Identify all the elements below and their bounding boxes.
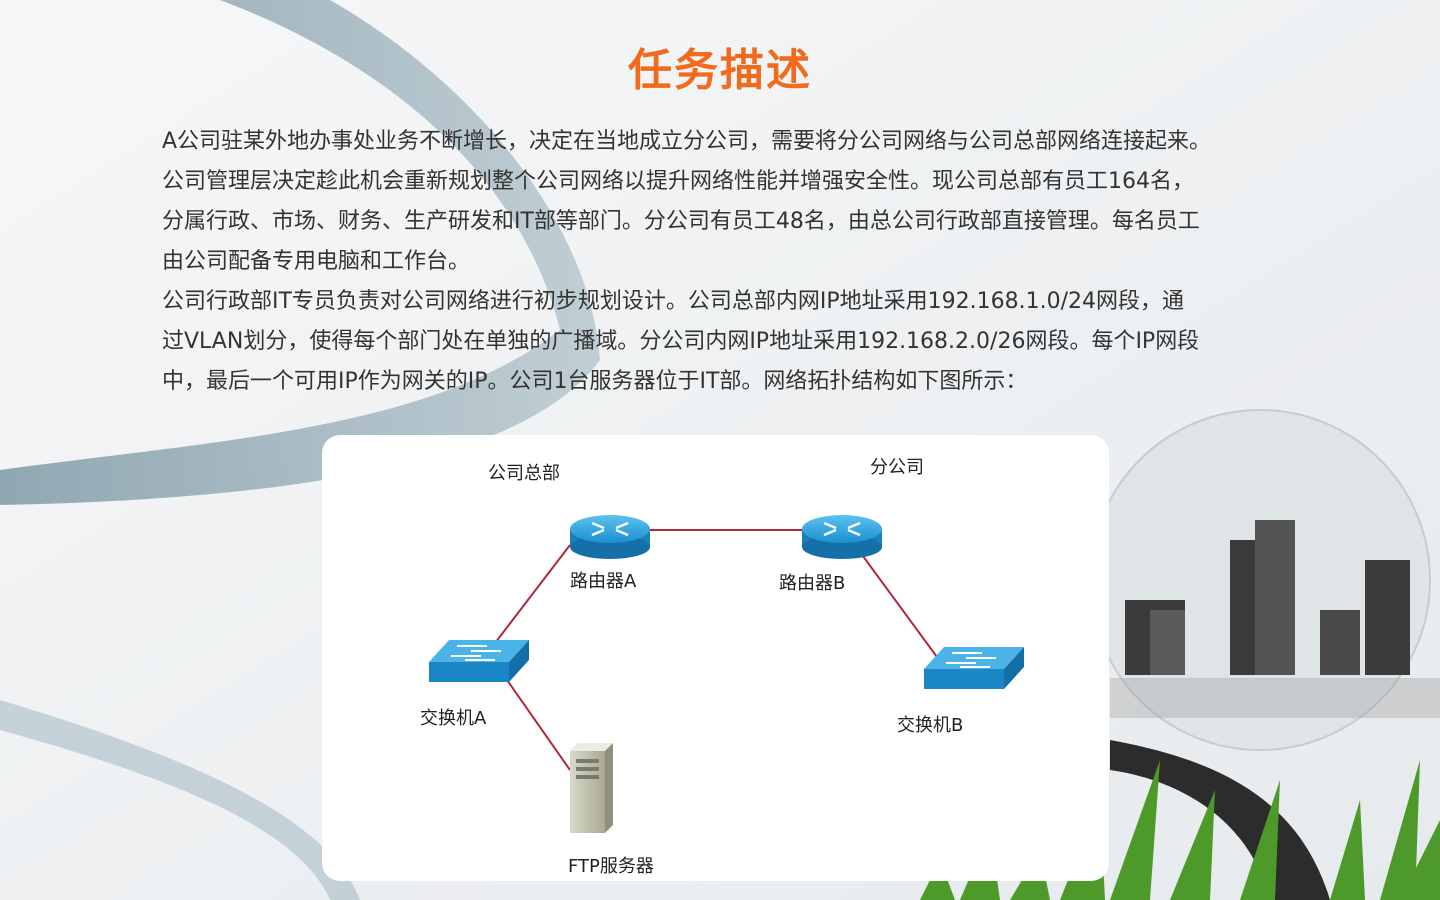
description-line: 分属行政、市场、财务、生产研发和IT部等部门。分公司有员工48名，由总公司行政部… [162,209,1200,234]
description-line: 过VLAN划分，使得每个部门处在单独的广播域。分公司内网IP地址采用192.16… [162,329,1200,354]
switch-b-icon[interactable] [924,647,1024,689]
switch-a-icon[interactable] [429,640,529,682]
decor-grass [920,760,1440,900]
link-router-a-switch-a [491,544,571,648]
decor-swoosh-thin [0,700,360,900]
page-title: 任务描述 [628,45,812,96]
switch-b-label: 交换机B [897,715,964,736]
switch-a-label: 交换机A [420,708,487,729]
branch-label: 分公司 [870,457,924,478]
description-line: A公司驻某外地办事处业务不断增长，决定在当地成立分公司，需要将分公司网络与公司总… [162,129,1212,154]
description-line: 由公司配备专用电脑和工作台。 [162,249,471,274]
decor-buildings-reflection [1110,678,1440,718]
decor-swoosh-large [0,0,600,505]
decor-buildings [1125,520,1410,675]
link-router-b-switch-b [856,547,938,658]
router-b-label: 路由器B [779,573,846,594]
router-a-label: 路由器A [570,571,637,592]
description-line: 中，最后一个可用IP作为网关的IP。公司1台服务器位于IT部。网络拓扑结构如下图… [162,369,1028,394]
network-topology-diagram: 公司总部 分公司 路由器A 路由器B 交换机A 交换机B FTP服务器 [322,435,1109,881]
description-line: 公司行政部IT专员负责对公司网络进行初步规划设计。公司总部内网IP地址采用192… [162,289,1185,314]
headquarters-label: 公司总部 [488,463,560,484]
ftp-server-label: FTP服务器 [568,856,654,877]
topology-svg [429,515,1024,833]
description-line: 公司管理层决定趁此机会重新规划整个公司网络以提升网络性能并增强安全性。现公司总部… [162,169,1194,194]
router-b-icon[interactable] [802,515,882,559]
task-description: A公司驻某外地办事处业务不断增长，决定在当地成立分公司，需要将分公司网络与公司总… [162,122,1312,402]
router-a-icon[interactable] [570,515,650,559]
links [491,529,938,771]
link-switch-a-ftp-server [506,679,571,771]
ftp-server-icon[interactable] [570,743,613,833]
